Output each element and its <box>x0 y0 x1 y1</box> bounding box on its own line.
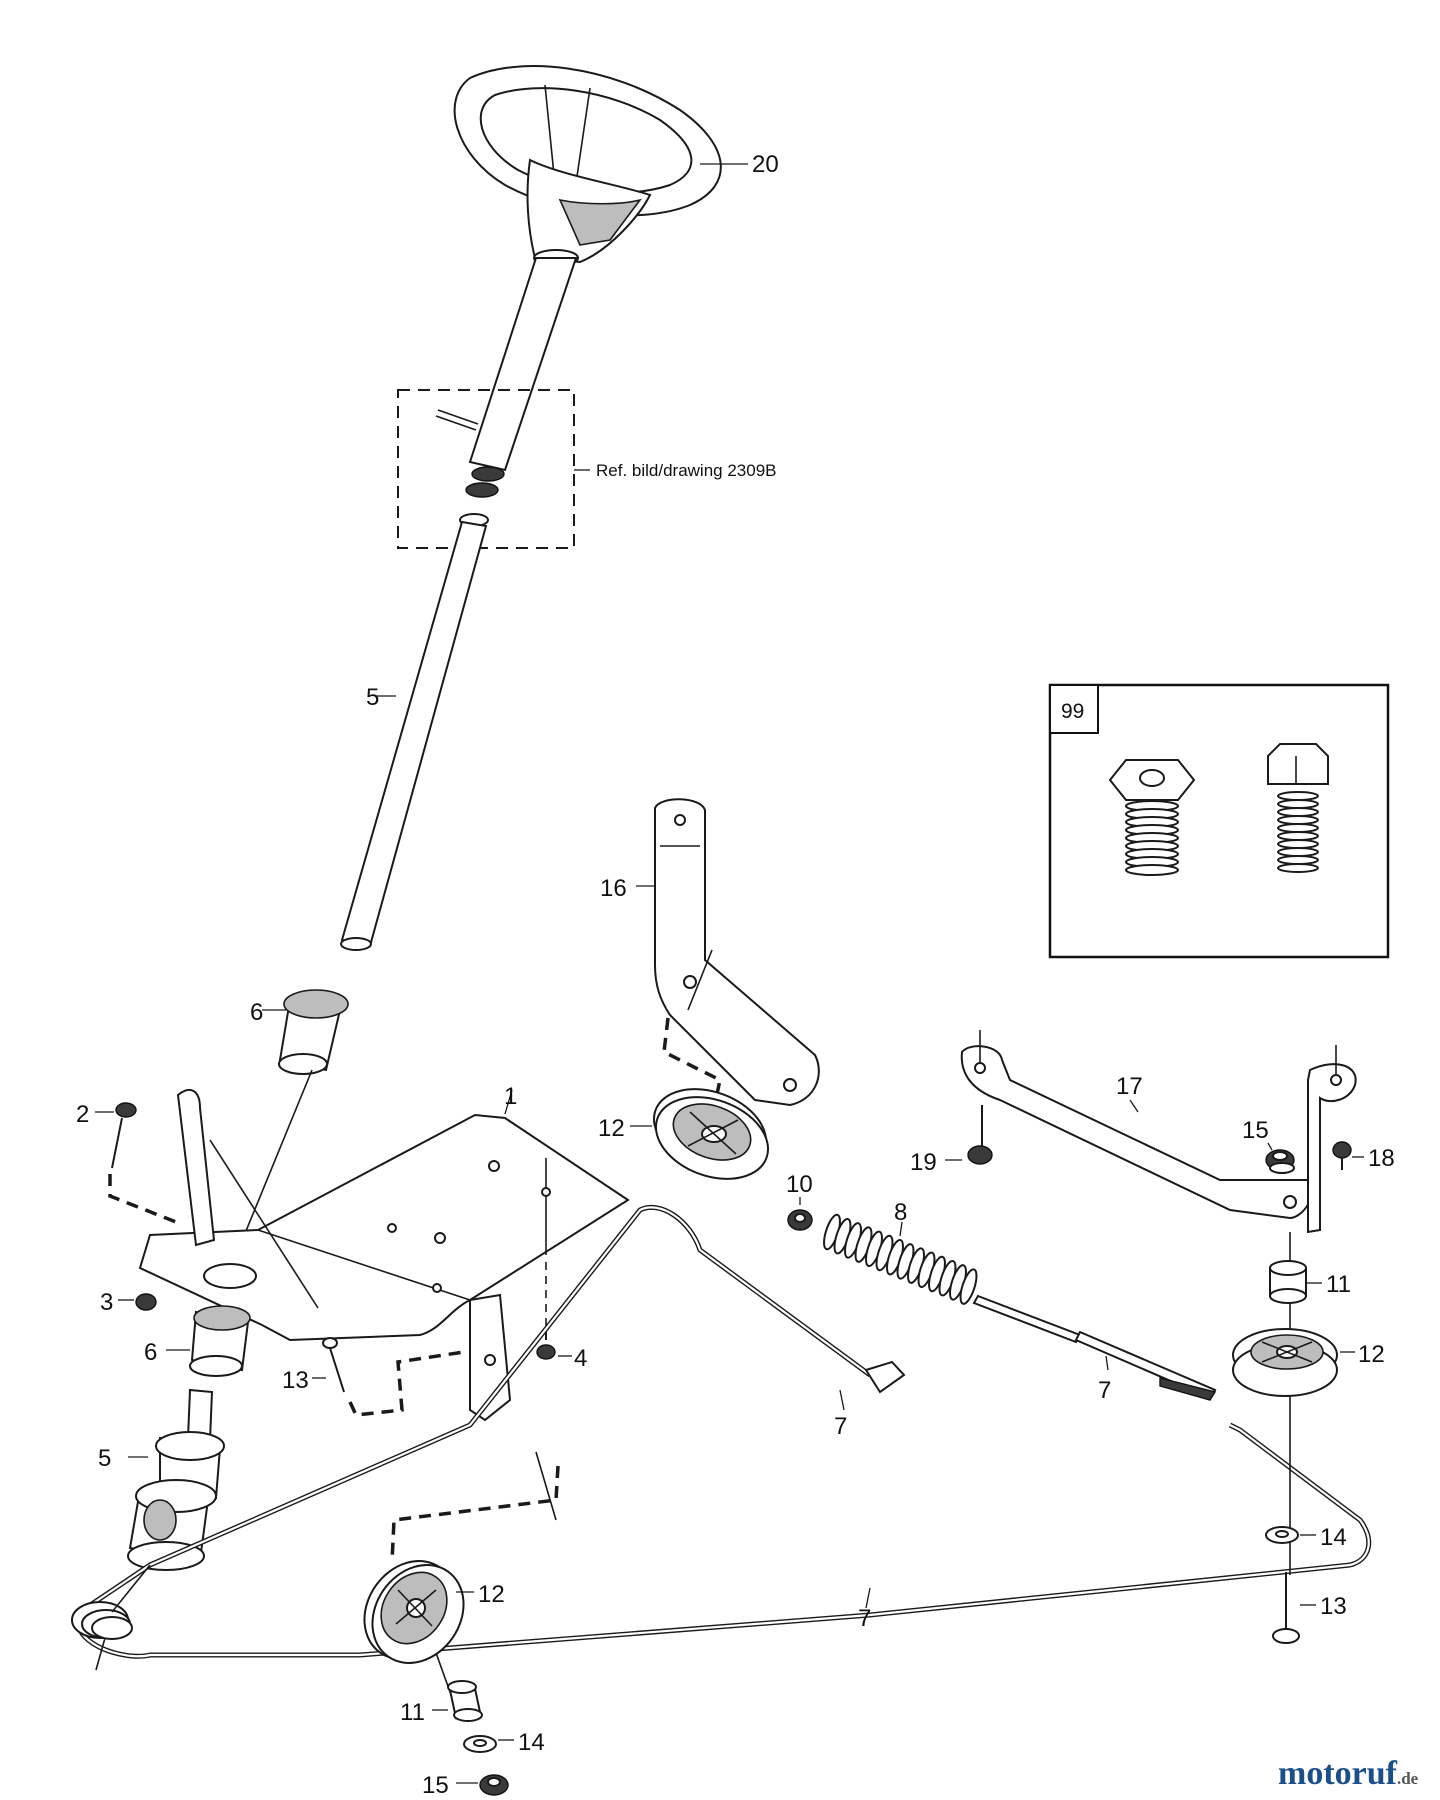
watermark-logo: motoruf.de <box>1278 1755 1419 1792</box>
label-20: 20 <box>752 151 779 178</box>
label-14-right: 14 <box>1320 1524 1347 1551</box>
label-14-lower: 14 <box>518 1729 545 1756</box>
label-19: 19 <box>910 1149 937 1176</box>
reference-note: Ref. bild/drawing 2309B <box>596 461 777 480</box>
label-7-a: 7 <box>834 1413 847 1440</box>
pulley-lower <box>363 1560 465 1664</box>
label-7-b: 7 <box>1098 1377 1111 1404</box>
steering-wheel <box>453 65 722 267</box>
nut-15-right <box>1265 1149 1295 1174</box>
spring-8 <box>823 1213 978 1305</box>
label-6-upper: 6 <box>250 999 263 1026</box>
washer-14-right <box>1265 1526 1299 1544</box>
nut-10 <box>787 1209 813 1231</box>
bolt-2 <box>111 1102 137 1169</box>
label-10: 10 <box>786 1171 813 1198</box>
label-5-lower: 5 <box>98 1445 111 1472</box>
label-17: 17 <box>1116 1073 1143 1100</box>
label-18: 18 <box>1368 1145 1395 1172</box>
steering-column-upper <box>435 257 578 472</box>
cable-coil <box>71 1564 151 1671</box>
pulley-upper <box>652 1088 770 1180</box>
mounting-plate <box>138 1088 630 1422</box>
screw-18 <box>1332 1141 1352 1170</box>
arm-17 <box>960 1030 1357 1234</box>
coil-turn <box>1277 807 1319 817</box>
label-2: 2 <box>76 1101 89 1128</box>
label-12-right: 12 <box>1358 1341 1385 1368</box>
coil-turn <box>1277 863 1319 873</box>
coil-turn <box>1277 799 1319 809</box>
coil-turn <box>1277 839 1319 849</box>
threaded-rod <box>972 1294 1217 1401</box>
label-1: 1 <box>504 1083 517 1110</box>
reference-box <box>397 389 575 549</box>
bushing-11-lower <box>447 1680 483 1722</box>
label-7-c: 7 <box>858 1605 871 1632</box>
washers <box>459 466 505 527</box>
bushing-lower <box>189 1305 251 1377</box>
label-11-lower: 11 <box>400 1699 425 1726</box>
label-15-lower: 15 <box>422 1772 449 1799</box>
label-13-right: 13 <box>1320 1593 1347 1620</box>
nut-3 <box>135 1293 157 1311</box>
steering-cable <box>77 1204 1372 1659</box>
label-12-lower: 12 <box>478 1581 505 1608</box>
bushing-11-right <box>1269 1260 1307 1304</box>
bolt-13-right <box>1272 1572 1300 1644</box>
part-labels: 20 5 6 16 2 1 12 10 8 17 19 15 18 3 6 4 … <box>76 151 1395 1799</box>
coil-turn <box>959 1268 978 1305</box>
thread-right <box>1277 791 1319 873</box>
screw-4 <box>536 1330 556 1360</box>
label-15-right: 15 <box>1242 1117 1269 1144</box>
label-16: 16 <box>600 875 627 902</box>
label-12-upper: 12 <box>598 1115 625 1142</box>
bolt-19 <box>967 1105 993 1165</box>
bushing-upper <box>278 989 349 1075</box>
bracket-16 <box>654 798 820 1107</box>
coil-turn <box>1277 823 1319 833</box>
inset-box-99: 99 <box>1048 683 1390 959</box>
coil-turn <box>1277 791 1319 801</box>
nut-15-lower <box>479 1774 509 1796</box>
washer-14-lower <box>463 1735 497 1753</box>
steering-gear-lower <box>127 1388 225 1571</box>
coil-turn <box>1277 855 1319 865</box>
pulley-right <box>1232 1328 1338 1397</box>
inset-label: 99 <box>1061 700 1084 723</box>
bolt-13-left <box>322 1337 345 1393</box>
label-4: 4 <box>574 1345 587 1372</box>
coil-turn <box>1125 864 1179 876</box>
label-5-upper: 5 <box>366 684 379 711</box>
label-8: 8 <box>894 1199 907 1226</box>
label-11-right: 11 <box>1326 1271 1351 1298</box>
steering-shaft <box>340 520 488 948</box>
label-6-lower: 6 <box>144 1339 157 1366</box>
thread-left <box>1125 800 1179 876</box>
coil-turn <box>1277 831 1319 841</box>
coil-turn <box>1277 815 1319 825</box>
coil-turn <box>1277 847 1319 857</box>
label-13-left: 13 <box>282 1367 309 1394</box>
label-3: 3 <box>100 1289 113 1316</box>
